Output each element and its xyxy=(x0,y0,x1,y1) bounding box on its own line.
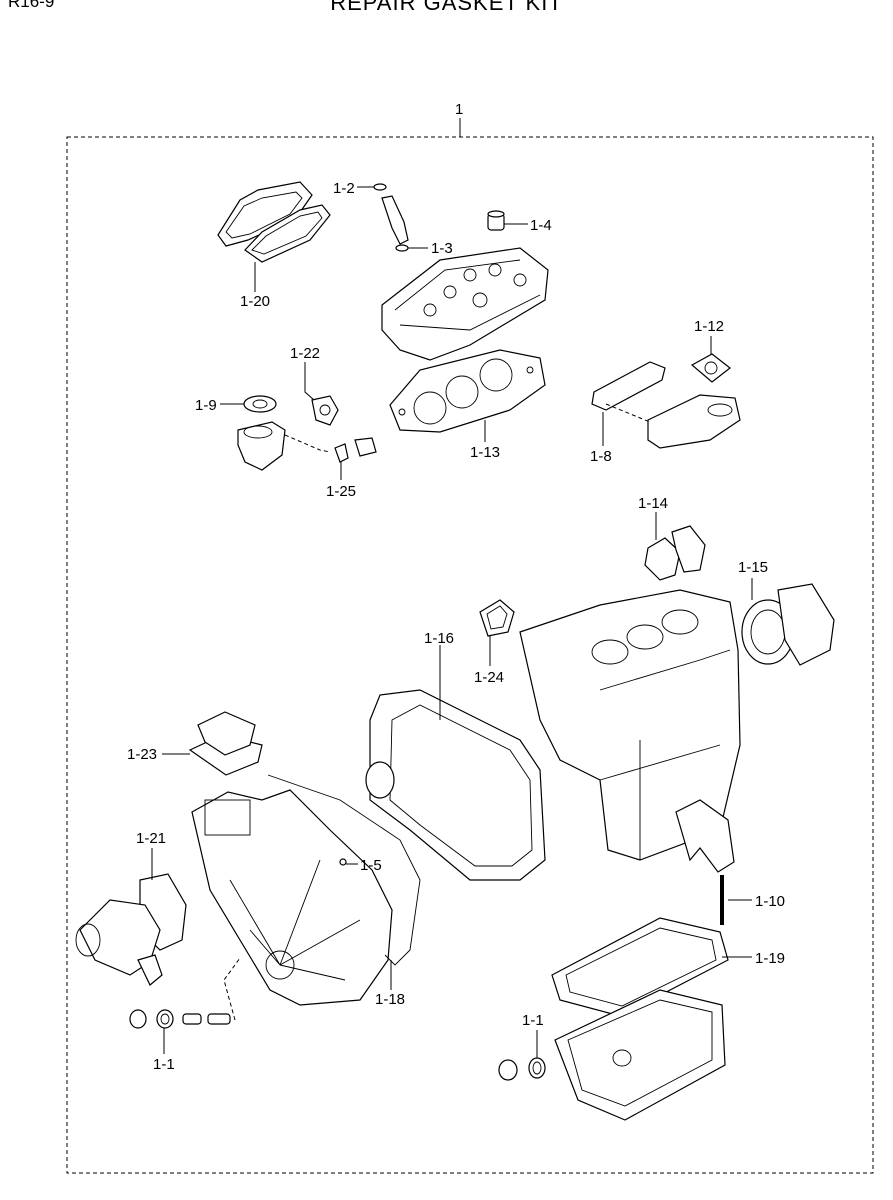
label-1-15: 1-15 xyxy=(738,559,768,576)
valve-stem-seal xyxy=(487,210,505,231)
small-cover-gasket xyxy=(479,599,515,637)
label-1-1-right: 1-1 xyxy=(522,1012,544,1029)
label-1-20: 1-20 xyxy=(240,293,270,310)
label-1-3: 1-3 xyxy=(431,240,453,257)
label-1-4: 1-4 xyxy=(530,217,552,234)
drain-plug xyxy=(498,1057,546,1081)
thermostat-housing xyxy=(237,421,286,471)
label-1-18: 1-18 xyxy=(375,991,405,1008)
label-1-22: 1-22 xyxy=(290,345,320,362)
gear-case-cover xyxy=(191,789,393,1006)
injector xyxy=(373,183,409,252)
water-outlet-gasket xyxy=(243,395,277,413)
water-pump xyxy=(75,873,187,986)
label-1-23: 1-23 xyxy=(127,746,157,763)
label-1-19: 1-19 xyxy=(755,950,785,967)
page-code: R16-9 xyxy=(8,0,55,11)
label-1-12: 1-12 xyxy=(694,318,724,335)
label-1-8: 1-8 xyxy=(590,448,612,465)
label-1-9: 1-9 xyxy=(195,397,217,414)
bearing-cap xyxy=(675,799,735,873)
thermostat-gasket xyxy=(311,395,339,426)
label-1-25: 1-25 xyxy=(326,483,356,500)
cylinder-head xyxy=(381,247,549,361)
label-1-13: 1-13 xyxy=(470,444,500,461)
kit-boundary xyxy=(66,136,874,1174)
rocker-cover-gasket xyxy=(217,181,331,263)
bracket-gasket xyxy=(188,711,263,776)
page-title: REPAIR GASKET KIT xyxy=(330,0,563,15)
label-1-10: 1-10 xyxy=(755,893,785,910)
flywheel-housing-gasket xyxy=(741,583,835,666)
manifold-gasket xyxy=(591,353,741,449)
thermo-sensor xyxy=(334,437,377,463)
label-1-5: 1-5 xyxy=(360,857,382,874)
o-ring xyxy=(339,858,347,866)
label-1-14: 1-14 xyxy=(638,495,668,512)
label-1-21: 1-21 xyxy=(136,830,166,847)
label-1-2: 1-2 xyxy=(333,180,355,197)
label-1-16: 1-16 xyxy=(424,630,454,647)
kit-label: 1 xyxy=(455,101,463,118)
gear-case-gasket xyxy=(365,689,546,881)
oil-seal-front xyxy=(129,1009,231,1029)
label-1-1-left: 1-1 xyxy=(153,1056,175,1073)
oil-pan-gasket xyxy=(551,917,729,1017)
label-1-24: 1-24 xyxy=(474,669,504,686)
oil-pan xyxy=(554,989,726,1121)
cylinder-head-gasket xyxy=(389,349,546,433)
side-cover-gasket xyxy=(644,525,706,581)
